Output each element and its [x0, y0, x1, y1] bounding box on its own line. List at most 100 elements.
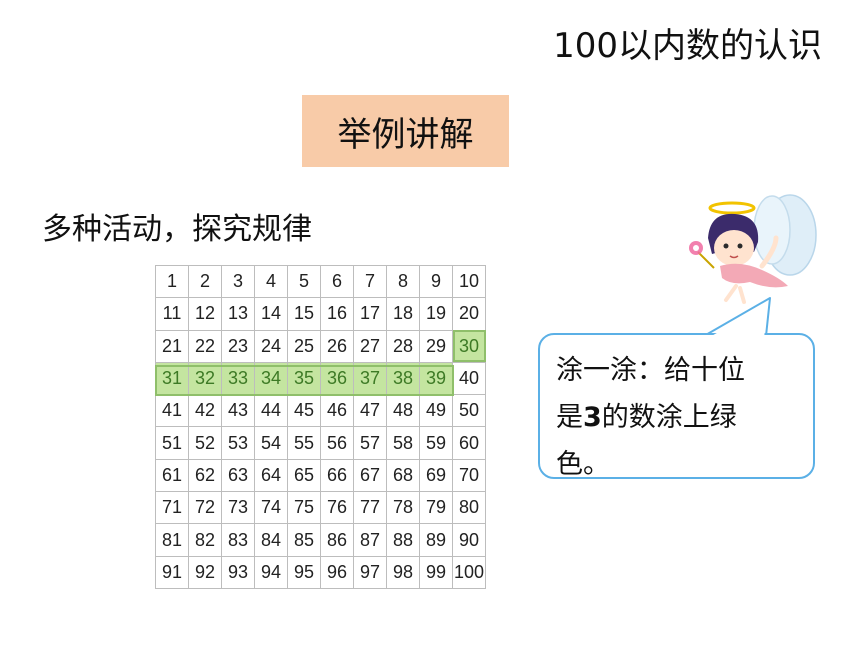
- grid-cell: 6: [320, 264, 354, 299]
- grid-cell: 83: [221, 523, 255, 557]
- grid-cell: 35: [287, 361, 321, 396]
- grid-cell: 7: [353, 264, 387, 299]
- grid-cell: 94: [254, 555, 288, 589]
- fairy-character-icon: [689, 194, 817, 304]
- grid-cell: 15: [287, 297, 321, 331]
- grid-cell: 34: [254, 361, 288, 396]
- grid-cell: 24: [254, 329, 288, 363]
- grid-cell: 39: [419, 361, 453, 396]
- grid-cell: 82: [188, 523, 222, 557]
- grid-cell: 21: [155, 329, 189, 363]
- grid-cell: 46: [320, 394, 354, 428]
- grid-cell: 40: [452, 361, 486, 396]
- grid-cell: 98: [386, 555, 420, 589]
- grid-cell: 45: [287, 394, 321, 428]
- grid-cell: 65: [287, 458, 321, 493]
- bubble-line-2-pre: 是: [556, 402, 583, 433]
- grid-cell: 4: [254, 264, 288, 299]
- grid-cell: 78: [386, 491, 420, 525]
- grid-cell: 25: [287, 329, 321, 363]
- grid-cell: 33: [221, 361, 255, 396]
- grid-cell: 60: [452, 426, 486, 460]
- grid-cell: 69: [419, 458, 453, 493]
- grid-cell: 92: [188, 555, 222, 589]
- bubble-line-2: 是3的数涂上绿: [556, 394, 797, 441]
- grid-cell: 61: [155, 458, 189, 493]
- grid-cell: 86: [320, 523, 354, 557]
- grid-cell: 37: [353, 361, 387, 396]
- grid-cell: 17: [353, 297, 387, 331]
- grid-cell: 28: [386, 329, 420, 363]
- activity-subtitle: 多种活动，探究规律: [42, 212, 312, 247]
- grid-cell: 59: [419, 426, 453, 460]
- grid-cell: 38: [386, 361, 420, 396]
- page-title: 100以内数的认识: [553, 26, 822, 66]
- grid-cell: 44: [254, 394, 288, 428]
- grid-cell: 73: [221, 491, 255, 525]
- section-label-box: 举例讲解: [302, 95, 509, 167]
- grid-cell: 9: [419, 264, 453, 299]
- grid-cell: 63: [221, 458, 255, 493]
- grid-cell: 22: [188, 329, 222, 363]
- grid-cell: 74: [254, 491, 288, 525]
- grid-cell: 57: [353, 426, 387, 460]
- grid-cell: 75: [287, 491, 321, 525]
- grid-cell: 27: [353, 329, 387, 363]
- grid-cell: 13: [221, 297, 255, 331]
- grid-cell: 32: [188, 361, 222, 396]
- grid-cell: 29: [419, 329, 453, 363]
- grid-cell: 71: [155, 491, 189, 525]
- grid-cell: 36: [320, 361, 354, 396]
- grid-cell: 3: [221, 264, 255, 299]
- grid-cell: 10: [452, 264, 486, 299]
- grid-cell: 87: [353, 523, 387, 557]
- bubble-line-2-bold: 3: [583, 402, 602, 433]
- grid-cell: 72: [188, 491, 222, 525]
- grid-cell: 54: [254, 426, 288, 460]
- grid-cell: 23: [221, 329, 255, 363]
- bubble-line-2-post: 的数涂上绿: [601, 402, 737, 433]
- grid-cell: 26: [320, 329, 354, 363]
- grid-cell: 43: [221, 394, 255, 428]
- grid-cell: 77: [353, 491, 387, 525]
- grid-cell: 51: [155, 426, 189, 460]
- grid-cell: 84: [254, 523, 288, 557]
- grid-cell: 41: [155, 394, 189, 428]
- grid-cell: 19: [419, 297, 453, 331]
- section-label: 举例讲解: [337, 114, 474, 155]
- grid-cell: 2: [188, 264, 222, 299]
- grid-cell: 18: [386, 297, 420, 331]
- grid-cell: 66: [320, 458, 354, 493]
- grid-cell: 90: [452, 523, 486, 557]
- grid-cell: 81: [155, 523, 189, 557]
- grid-cell: 80: [452, 491, 486, 525]
- grid-cell: 64: [254, 458, 288, 493]
- speech-bubble-tail-cover: [708, 304, 768, 338]
- grid-cell: 14: [254, 297, 288, 331]
- grid-cell: 42: [188, 394, 222, 428]
- grid-cell: 53: [221, 426, 255, 460]
- grid-cell: 48: [386, 394, 420, 428]
- grid-cell: 97: [353, 555, 387, 589]
- grid-cell: 31: [155, 361, 189, 396]
- grid-cell: 16: [320, 297, 354, 331]
- grid-cell: 47: [353, 394, 387, 428]
- grid-cell: 76: [320, 491, 354, 525]
- grid-cell: 56: [320, 426, 354, 460]
- grid-cell: 88: [386, 523, 420, 557]
- grid-cell: 70: [452, 458, 486, 493]
- grid-cell: 67: [353, 458, 387, 493]
- grid-cell: 79: [419, 491, 453, 525]
- bubble-line-1: 涂一涂：给十位: [556, 355, 745, 386]
- grid-cell: 1: [155, 264, 189, 299]
- grid-cell: 93: [221, 555, 255, 589]
- grid-cell: 62: [188, 458, 222, 493]
